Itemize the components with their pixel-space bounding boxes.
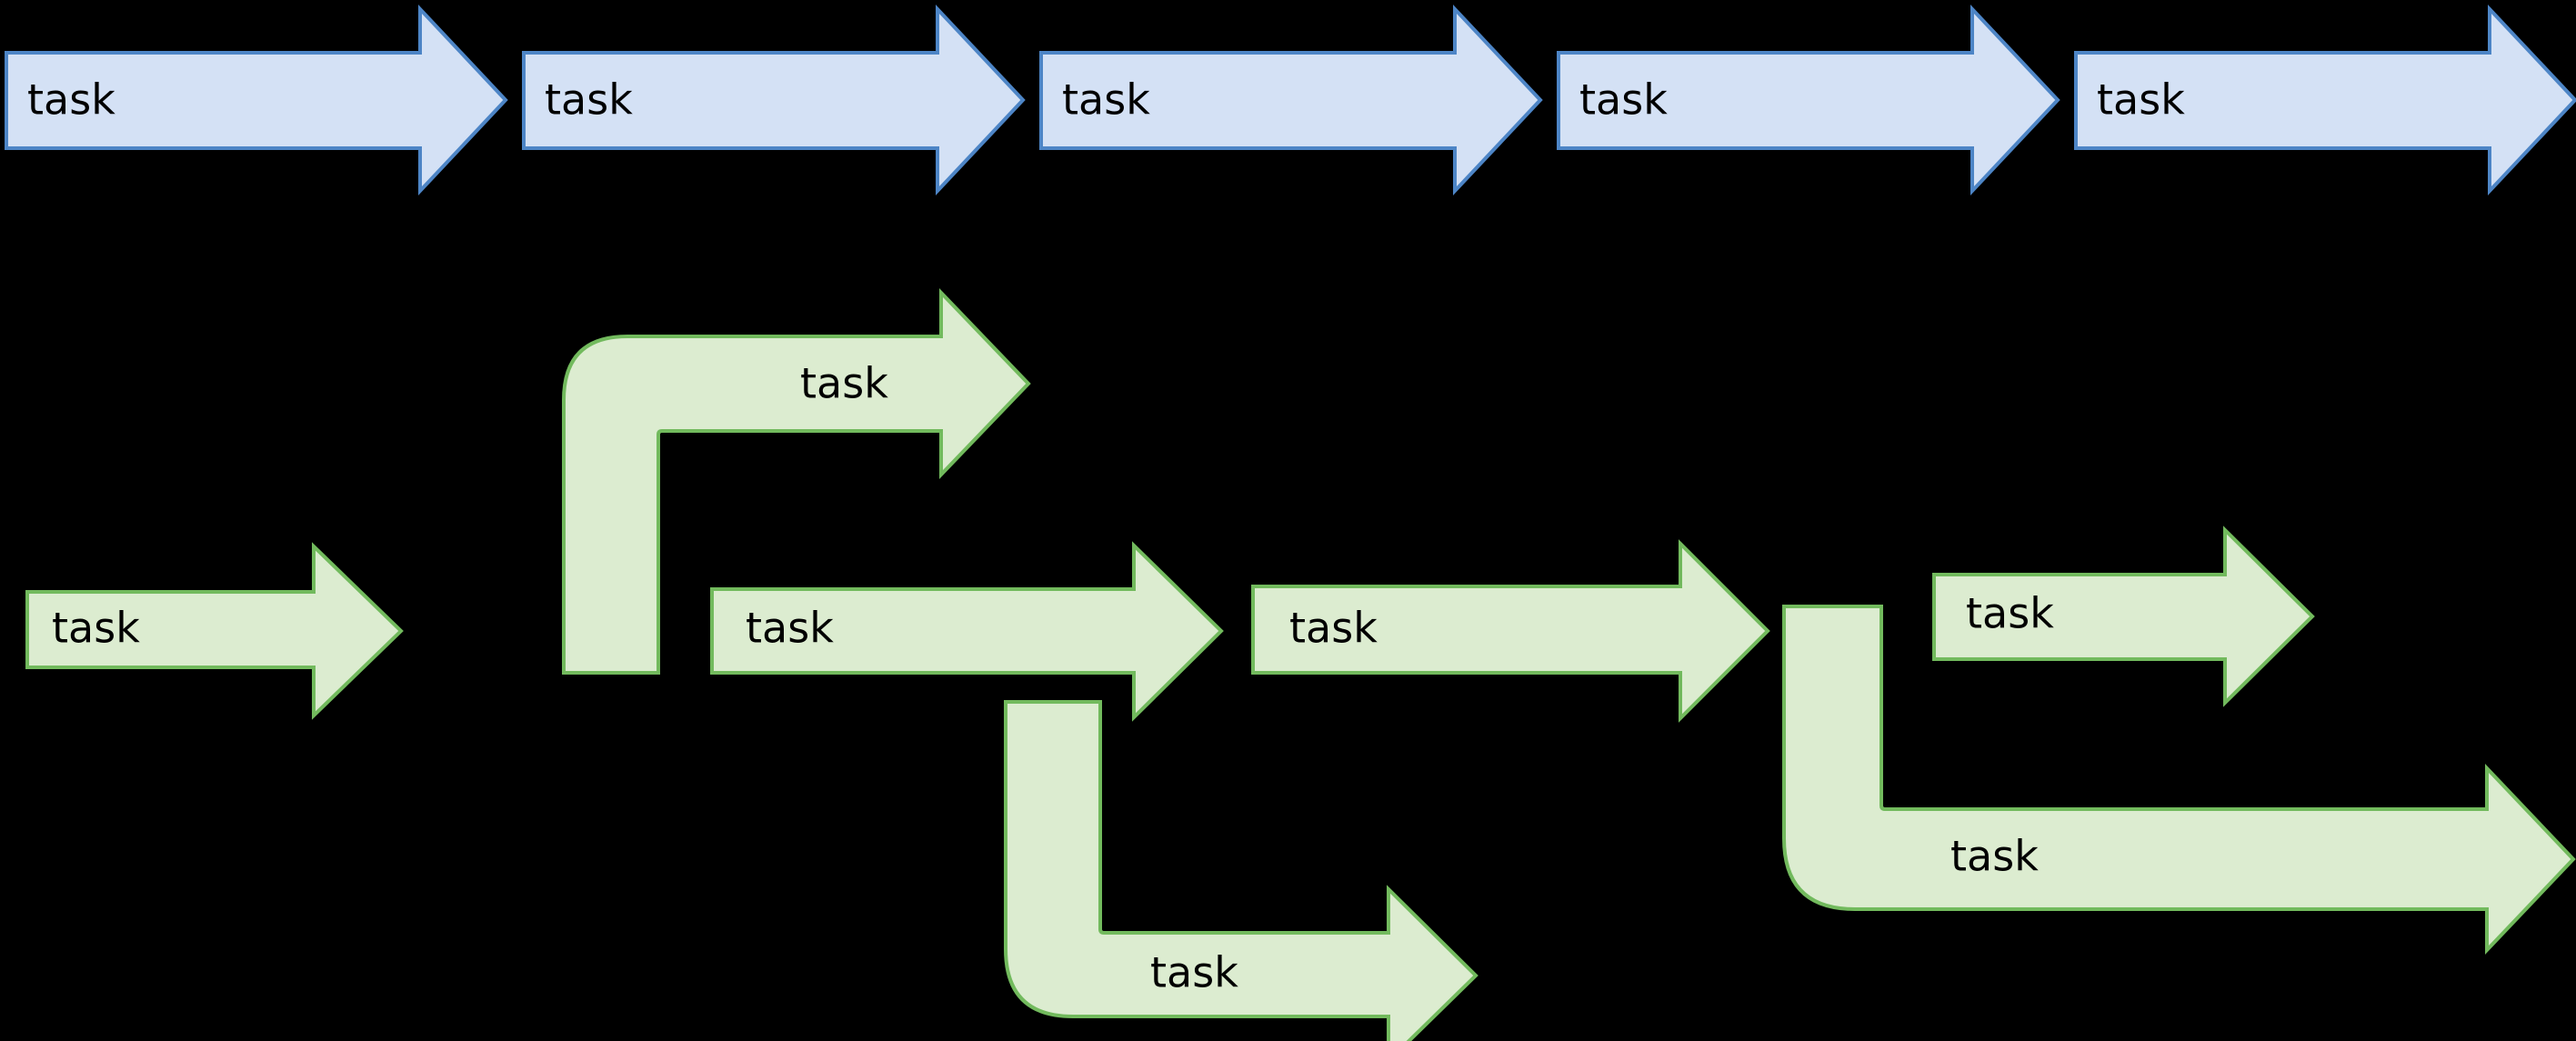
blue-arrow-3-label: task [1062,75,1150,125]
green-fork-bottom-arrow[interactable]: task [1782,605,2576,956]
blue-arrow-1-label: task [27,75,115,125]
green-arrow-third-label: task [1289,604,1378,653]
green-arrow-middle-label: task [746,604,834,653]
chevron-right-icon [5,4,508,196]
elbow-down-right-long-icon [1782,605,2576,956]
elbow-down-right-icon [1004,700,1478,1041]
blue-arrow-4-label: task [1579,75,1668,125]
blue-arrow-2-label: task [545,75,633,125]
green-branch-up-label: task [800,359,888,408]
blue-arrow-5-label: task [2097,75,2185,125]
green-fork-top-label: task [1966,589,2054,638]
blue-arrow-row: task task task task task [5,4,2576,196]
blue-arrow-5[interactable]: task [2074,4,2576,196]
green-fork-top-arrow[interactable]: task [1932,526,2315,707]
green-arrow-start[interactable]: task [25,542,404,720]
arrow-right-icon [1932,526,2315,707]
arrow-right-icon [710,541,1224,722]
green-arrow-flow: task task task task task [25,288,2576,1041]
green-fork-bottom-label: task [1950,832,2039,881]
blue-arrow-2[interactable]: task [522,4,1026,196]
green-arrow-third[interactable]: task [1251,539,1770,723]
chevron-right-icon [1557,4,2060,196]
blue-arrow-1[interactable]: task [5,4,508,196]
elbow-up-right-icon [562,288,1031,675]
blue-arrow-3[interactable]: task [1039,4,1543,196]
green-branch-up-arrow[interactable]: task [562,288,1031,675]
chevron-right-icon [2074,4,2576,196]
green-arrow-middle[interactable]: task [710,541,1224,722]
green-arrow-start-label: task [52,604,140,653]
arrow-right-icon [25,542,404,720]
green-branch-down-label: task [1150,948,1238,997]
arrow-right-icon [1251,539,1770,723]
blue-arrow-4[interactable]: task [1557,4,2060,196]
green-branch-down-arrow[interactable]: task [1004,700,1478,1041]
chevron-right-icon [1039,4,1543,196]
chevron-right-icon [522,4,1026,196]
